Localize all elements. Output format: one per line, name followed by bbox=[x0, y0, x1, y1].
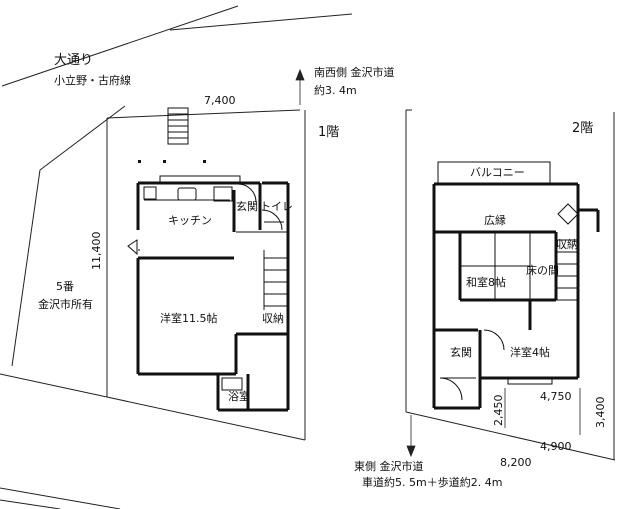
east-road-label: 東側 金沢市道 bbox=[354, 460, 424, 473]
neighbor-lot-label: 5番 bbox=[56, 280, 74, 293]
dim-left-depth: 11,400 bbox=[90, 231, 103, 271]
southwest-road-width-label: 約3. 4m bbox=[314, 84, 357, 97]
dim-4900: 4,900 bbox=[540, 440, 572, 453]
floor2-title: 2階 bbox=[572, 121, 594, 136]
floor1-storage: 収納 bbox=[262, 312, 284, 325]
floor2-japanese-room: 和室8帖 bbox=[466, 276, 506, 289]
floor2-balcony: バルコニー bbox=[470, 166, 525, 179]
floor1-toilet: トイレ bbox=[260, 200, 293, 213]
dim-3400: 3,400 bbox=[594, 396, 607, 429]
floor1-kitchen: キッチン bbox=[168, 214, 212, 227]
floor1-entrance: 玄関 bbox=[236, 200, 258, 213]
main-street-label: 大通り bbox=[54, 53, 94, 68]
dim-bottom-width: 8,200 bbox=[500, 456, 532, 469]
floor2-storage: 収納 bbox=[556, 238, 578, 251]
dim-4750: 4,750 bbox=[540, 390, 572, 403]
floor2-tokonoma: 床の間 bbox=[526, 264, 559, 277]
street-name-label: 小立野・古府線 bbox=[54, 74, 131, 87]
southwest-road-label: 南西側 金沢市道 bbox=[314, 66, 395, 79]
floor2-corridor: 広縁 bbox=[484, 214, 506, 227]
floor2-plan bbox=[432, 161, 600, 410]
floor1-bath: 浴室 bbox=[228, 390, 250, 403]
floor1-western-room: 洋室11.5帖 bbox=[160, 312, 218, 325]
floor1-plan bbox=[127, 107, 290, 412]
dim-top-width: 7,400 bbox=[204, 94, 236, 107]
neighbor-owner-label: 金沢市所有 bbox=[38, 298, 93, 311]
site-boundaries bbox=[0, 5, 616, 509]
dimension-lines bbox=[295, 68, 581, 458]
east-road-width-label: 車道約5. 5m＋歩道約2. 4m bbox=[362, 476, 503, 489]
floor2-western-room: 洋室4帖 bbox=[510, 346, 550, 359]
floor2-entrance: 玄関 bbox=[450, 346, 472, 359]
floor1-title: 1階 bbox=[318, 125, 340, 140]
dim-2450: 2,450 bbox=[492, 394, 505, 427]
